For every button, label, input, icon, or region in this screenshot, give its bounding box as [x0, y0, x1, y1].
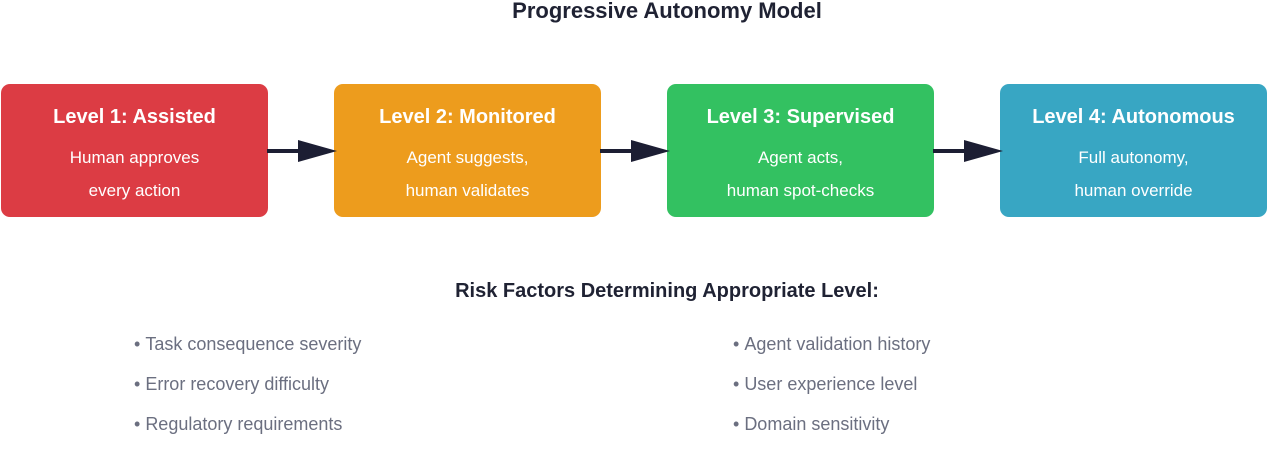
level-2-title: Level 2: Monitored	[379, 106, 556, 128]
level-3-title: Level 3: Supervised	[706, 106, 895, 128]
bullet-icon: •	[733, 414, 740, 434]
risk-factor-item: •Domain sensitivity	[733, 412, 930, 452]
risk-factor-item: •User experience level	[733, 372, 930, 412]
risk-factors-right-list: •Agent validation history •User experien…	[733, 332, 930, 452]
risk-factor-label: Regulatory requirements	[145, 414, 343, 434]
level-1-box: Level 1: Assisted Human approves every a…	[1, 84, 268, 217]
diagram-title: Progressive Autonomy Model	[512, 0, 822, 23]
risk-factors-title: Risk Factors Determining Appropriate Lev…	[455, 280, 879, 302]
level-3-desc-line1: Agent acts,	[757, 148, 844, 167]
risk-factor-label: Domain sensitivity	[744, 414, 890, 434]
risk-factor-item: •Regulatory requirements	[134, 412, 361, 452]
arrow-level1-to-level2	[267, 140, 337, 162]
level-2-box: Level 2: Monitored Agent suggests, human…	[334, 84, 601, 217]
bullet-icon: •	[134, 334, 141, 354]
bullet-icon: •	[733, 374, 740, 394]
bullet-icon: •	[134, 414, 141, 434]
bullet-icon: •	[134, 374, 141, 394]
level-4-desc-line1: Full autonomy,	[1078, 148, 1189, 167]
level-4-title: Level 4: Autonomous	[1032, 106, 1235, 128]
level-2-desc-line2: human validates	[405, 181, 530, 200]
risk-factor-item: •Task consequence severity	[134, 332, 361, 372]
level-4-desc-line2: human override	[1074, 181, 1193, 200]
risk-factor-item: •Agent validation history	[733, 332, 930, 372]
risk-factor-label: Error recovery difficulty	[145, 374, 330, 394]
risk-factor-label: Agent validation history	[744, 334, 931, 354]
bullet-icon: •	[733, 334, 740, 354]
level-3-desc-line2: human spot-checks	[726, 181, 875, 200]
level-2-desc-line1: Agent suggests,	[406, 148, 529, 167]
arrow-level3-to-level4	[933, 140, 1003, 162]
risk-factor-label: User experience level	[744, 374, 918, 394]
risk-factor-item: •Error recovery difficulty	[134, 372, 361, 412]
level-1-desc-line1: Human approves	[69, 148, 200, 167]
risk-factor-label: Task consequence severity	[145, 334, 362, 354]
level-1-title: Level 1: Assisted	[53, 106, 216, 128]
level-3-box: Level 3: Supervised Agent acts, human sp…	[667, 84, 934, 217]
level-4-box: Level 4: Autonomous Full autonomy, human…	[1000, 84, 1267, 217]
arrow-level2-to-level3	[600, 140, 670, 162]
risk-factors-left-list: •Task consequence severity •Error recove…	[134, 332, 361, 452]
level-1-desc-line2: every action	[88, 181, 181, 200]
